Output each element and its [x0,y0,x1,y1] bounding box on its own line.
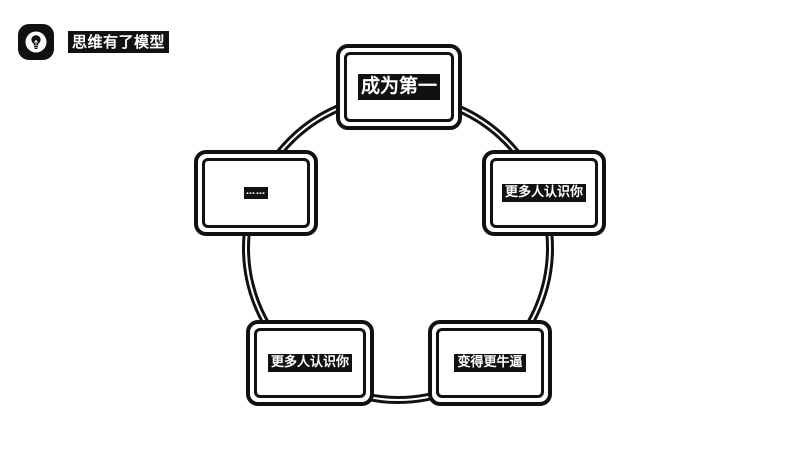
cycle-node-label: 更多人认识你 [267,353,352,373]
brand-header: 思维有了模型 [18,24,170,60]
cycle-node-label: 更多人认识你 [501,183,586,203]
cycle-node-label: 成为第一 [357,74,440,100]
cycle-node-top: 成为第一 [336,44,462,130]
cycle-node-label: …… [244,187,268,199]
lightbulb-icon [18,24,54,60]
cycle-node-bottom-right: 变得更牛逼 [428,320,552,406]
brand-title: 思维有了模型 [68,31,170,53]
cycle-node-right: 更多人认识你 [482,150,606,236]
cycle-node-bottom-left: 更多人认识你 [246,320,374,406]
cycle-node-left: …… [194,150,318,236]
cycle-node-label: 变得更牛逼 [454,353,526,373]
